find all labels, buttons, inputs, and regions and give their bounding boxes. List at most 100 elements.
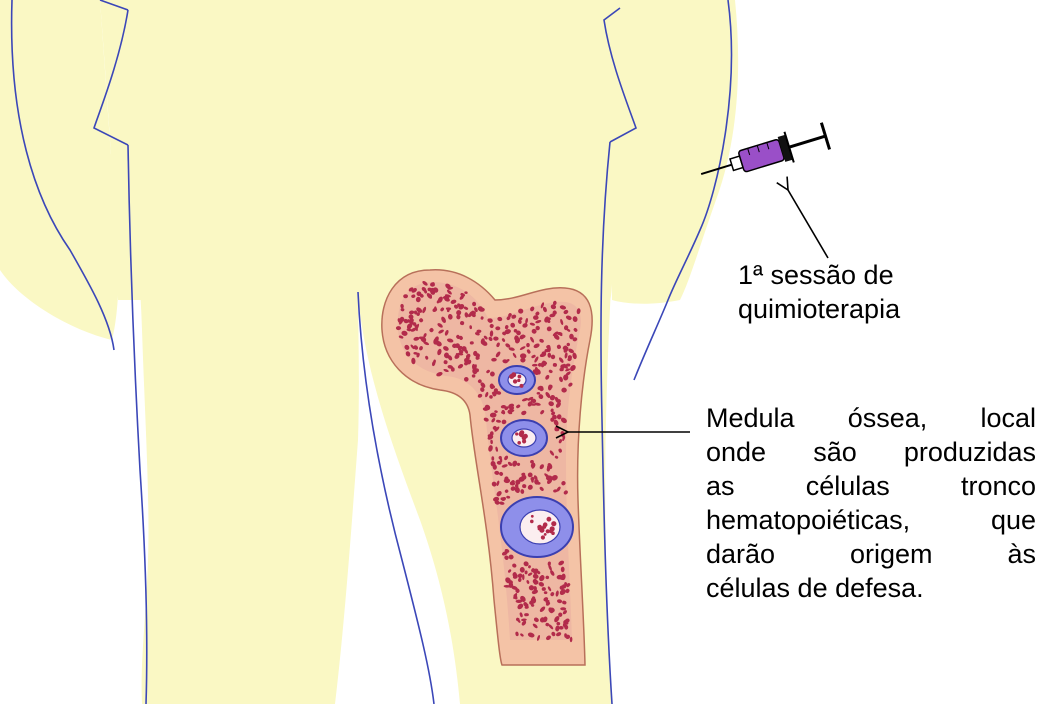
- marrow-cell: [472, 301, 477, 307]
- marrow-cell: [478, 307, 485, 312]
- marrow-cell: [559, 367, 564, 372]
- marrow-cell: [494, 410, 498, 413]
- marrow-cell: [464, 291, 468, 295]
- marrow-cell: [487, 435, 494, 440]
- marrow-cell: [565, 368, 571, 372]
- marrow-cell: [413, 345, 419, 350]
- marrow-cell: [531, 363, 538, 367]
- marrow-cell: [530, 462, 536, 469]
- marrow-cell: [519, 567, 525, 573]
- marrow-cell: [512, 563, 517, 568]
- marrow-cell: [517, 573, 523, 579]
- marrow-cell: [556, 414, 562, 420]
- marrow-cell: [552, 414, 557, 420]
- marrow-cell: [546, 326, 552, 332]
- marrow-cell: [558, 357, 564, 363]
- marrow-cell: [546, 344, 551, 349]
- right-arm: [610, 0, 739, 304]
- marrow-cell: [501, 419, 507, 425]
- marrow-cell: [474, 332, 480, 336]
- marrow-cell: [530, 459, 534, 464]
- marrow-cell: [539, 486, 544, 491]
- marrow-cell: [463, 306, 469, 310]
- marrow-cell: [572, 337, 578, 342]
- marrow-cell: [419, 346, 423, 351]
- marrow-cell: [422, 280, 428, 286]
- marrow-cell: [528, 585, 535, 591]
- marrow-cell: [527, 484, 533, 490]
- marrow-cell: [488, 336, 493, 342]
- marrow-cell: [499, 501, 505, 505]
- marrow-cell: [405, 351, 411, 357]
- marrow-cell: [556, 331, 563, 336]
- marrow-cell: [431, 282, 435, 287]
- marrow-cell: [423, 333, 427, 338]
- marrow-cell: [561, 387, 567, 393]
- marrow-cell: [471, 374, 476, 378]
- marrow-cell: [504, 489, 509, 493]
- marrow-cell: [440, 307, 445, 312]
- marrow-cell: [510, 322, 516, 328]
- marrow-cell: [556, 632, 562, 637]
- marrow-cell: [432, 287, 439, 293]
- marrow-cell: [518, 577, 522, 582]
- marrow-cell: [501, 338, 506, 342]
- marrow-cell: [507, 461, 513, 467]
- marrow-cell: [441, 316, 446, 323]
- marrow-cell: [539, 606, 546, 612]
- marrow-cell: [521, 410, 527, 416]
- marrow-cell: [518, 308, 524, 314]
- vessel-cell: [543, 533, 547, 536]
- marrow-cell: [495, 326, 501, 331]
- marrow-cell: [508, 403, 515, 409]
- marrow-cell: [569, 636, 573, 643]
- marrow-cell: [566, 363, 571, 367]
- marrow-cell: [458, 335, 463, 340]
- marrow-cell: [489, 383, 495, 390]
- vessel-cell: [551, 531, 555, 535]
- marrow-cell: [560, 319, 564, 325]
- marrow-cell: [533, 580, 539, 585]
- vessel-cell: [517, 374, 522, 379]
- marrow-cell: [530, 336, 535, 343]
- marrow-cell: [563, 363, 568, 369]
- marrow-cell: [512, 460, 518, 467]
- marrow-cell: [552, 362, 557, 367]
- vessel-cell: [542, 524, 547, 529]
- marrow-cell: [565, 371, 571, 376]
- marrow-cell: [419, 293, 424, 298]
- blood-vessel-1: [498, 365, 536, 395]
- marrow-cell: [491, 417, 496, 423]
- marrow-cell: [501, 409, 506, 415]
- marrow-cell: [413, 352, 419, 355]
- marrow-cell: [508, 580, 513, 585]
- marrow-cell: [558, 448, 562, 453]
- marrow-cell: [547, 478, 553, 484]
- vessel-cell: [537, 524, 542, 529]
- marrow-cell: [397, 318, 402, 324]
- marrow-cell: [408, 287, 414, 292]
- vessel-cell: [522, 439, 527, 444]
- marrow-cell: [425, 355, 429, 360]
- marrow-cell: [489, 324, 494, 328]
- marrow-cell: [554, 396, 560, 403]
- marrow-cell: [559, 589, 566, 596]
- marrow-cell: [562, 345, 568, 350]
- marrow-cell: [416, 307, 423, 313]
- marrow-cell: [504, 555, 509, 560]
- marrow-cell: [502, 331, 507, 336]
- marrow-cell: [480, 316, 484, 320]
- femur-bone: [381, 269, 593, 666]
- marrow-cell: [553, 334, 560, 340]
- marrow-cell: [469, 311, 476, 316]
- blood-vessel-3: [500, 496, 574, 558]
- marrow-cell: [508, 313, 512, 317]
- marrow-cell: [498, 455, 502, 460]
- marrow-cell: [540, 410, 545, 415]
- vessel-cell: [549, 526, 555, 532]
- marrow-cell: [490, 439, 493, 445]
- marrow-cell: [530, 306, 535, 312]
- marrow-cell: [483, 417, 489, 422]
- marrow-cell: [544, 349, 550, 353]
